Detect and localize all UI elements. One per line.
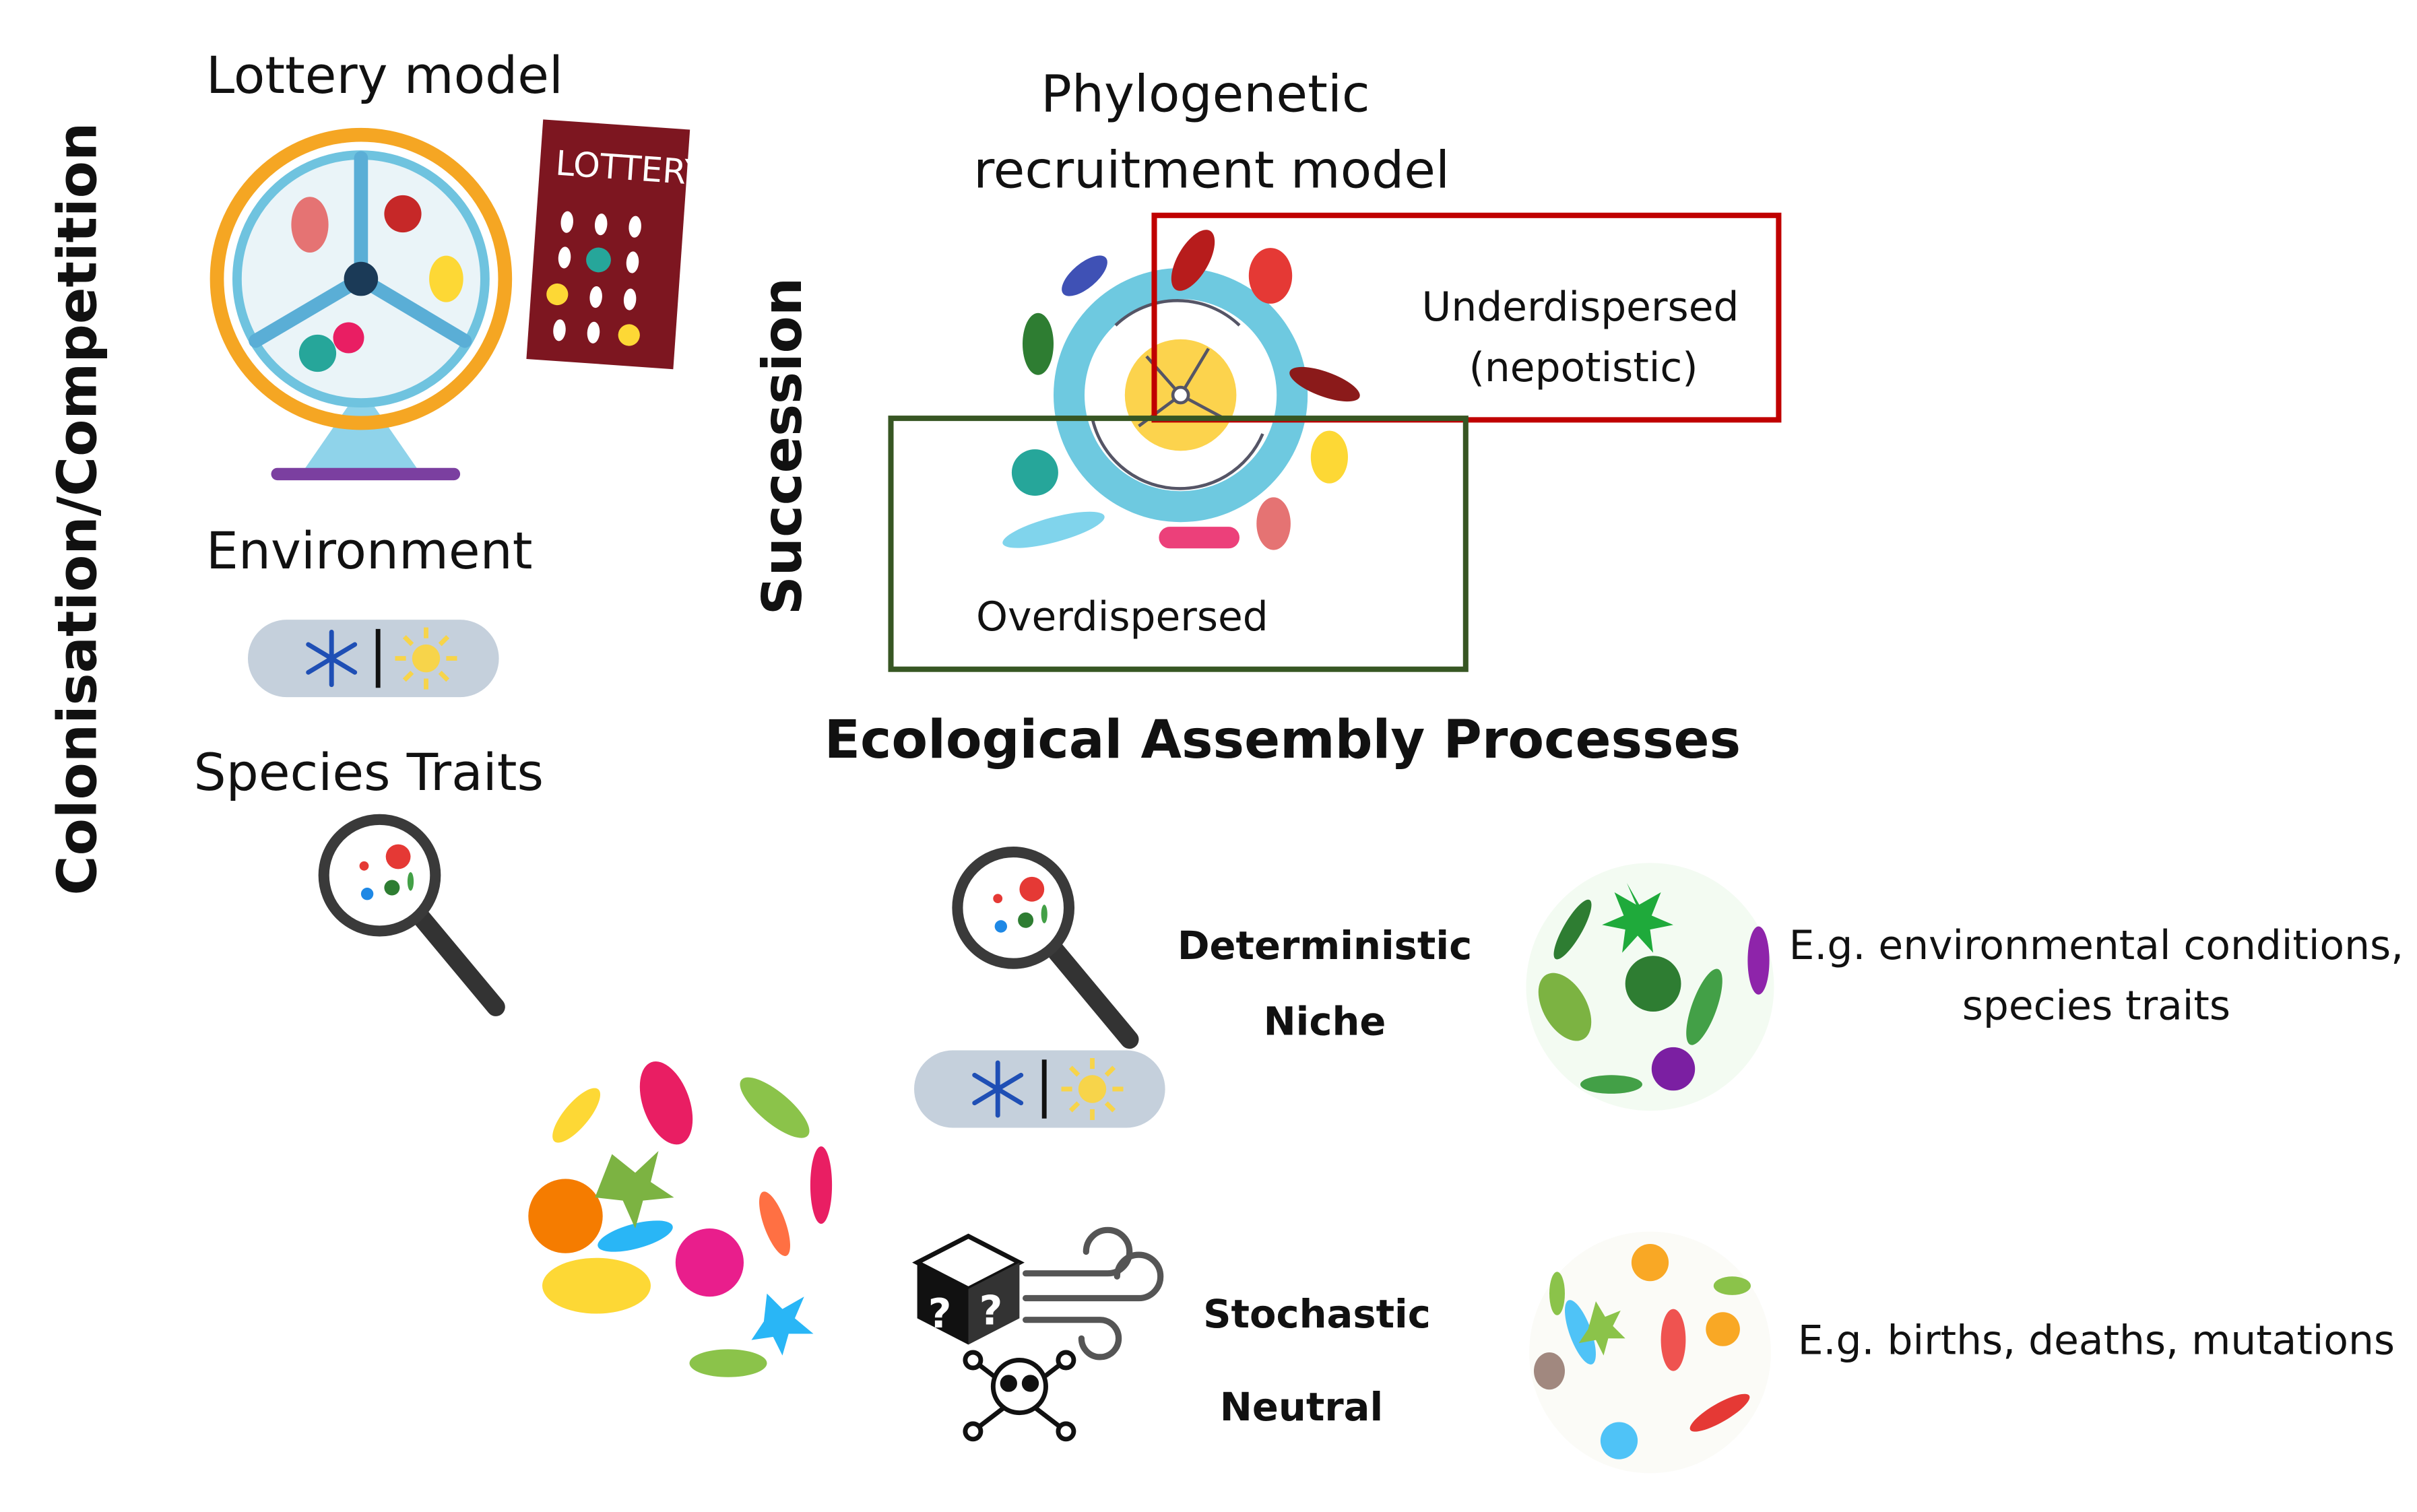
ecological-assembly-processes-title: Ecological Assembly Processes — [825, 709, 1741, 770]
deterministic-magnifier-icon — [957, 852, 1129, 1039]
deterministic-example-line2: species traits — [1962, 983, 2230, 1030]
deterministic-label: Deterministic — [1178, 923, 1472, 968]
species-traits-title: Species Traits — [194, 743, 544, 802]
svg-text:?: ? — [928, 1290, 952, 1338]
overdispersed-box — [888, 416, 1469, 672]
succession-label: Succession — [750, 277, 814, 615]
stochastic-example: E.g. births, deaths, mutations — [1798, 1317, 2395, 1364]
svg-text:?: ? — [979, 1288, 1003, 1335]
skull-crossbones-icon — [963, 1350, 1076, 1442]
phylo-title-line2: recruitment model — [973, 140, 1450, 199]
microbial-community-icon — [527, 1059, 846, 1379]
underdispersed-label: Underdispersed — [1422, 284, 1739, 331]
nepotistic-label: (nepotistic) — [1469, 344, 1698, 391]
lottery-wheel-icon — [210, 127, 513, 481]
overdispersed-label: Overdispersed — [976, 593, 1268, 640]
deterministic-community-icon — [1526, 863, 1774, 1111]
environment-snow-sun-icon — [248, 620, 499, 697]
niche-label: Niche — [1264, 999, 1386, 1045]
species-traits-magnifier-icon — [324, 820, 496, 1007]
environment-title: Environment — [206, 521, 533, 581]
phylo-title-line1: Phylogenetic — [1041, 65, 1370, 124]
lottery-model-title: Lottery model — [206, 46, 563, 105]
neutral-label: Neutral — [1220, 1385, 1383, 1430]
deterministic-snow-sun-icon — [914, 1051, 1165, 1128]
lottery-ticket-icon: LOTTERY — [526, 119, 706, 370]
wind-icon — [1023, 1226, 1164, 1360]
stochastic-community-icon — [1529, 1231, 1771, 1474]
stochastic-label: Stochastic — [1203, 1292, 1431, 1337]
deterministic-example-line1: E.g. environmental conditions, — [1789, 922, 2404, 969]
colonisation-competition-label: Colonisation/Competition — [46, 123, 109, 896]
phylogenetic-tree-icon — [1002, 230, 1360, 550]
mystery-dice-icon: ? ? — [912, 1233, 1025, 1345]
